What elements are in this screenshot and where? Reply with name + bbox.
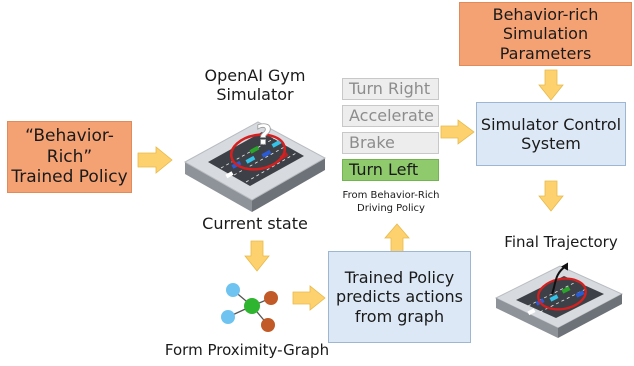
trained-policy-line2: Trained Policy — [11, 167, 128, 188]
simulator-title: OpenAI Gym Simulator — [190, 66, 320, 104]
predict-actions-box: Trained Policy predicts actions from gra… — [328, 251, 471, 343]
predict-line3: from graph — [354, 306, 445, 326]
graph-node-brown-right — [264, 291, 278, 305]
graph-node-blue-bottom — [221, 310, 235, 324]
simulator-control-line2: System — [521, 134, 581, 153]
arrow-predict-to-actions — [384, 223, 410, 253]
current-state-label: Current state — [202, 214, 308, 233]
action-brake: Brake — [342, 132, 439, 154]
graph-node-brown-bottom — [261, 318, 275, 332]
arrow-params-to-control — [538, 69, 564, 101]
final-trajectory-label: Final Trajectory — [504, 233, 618, 251]
arrow-state-to-graph — [244, 240, 270, 272]
arrow-policy-to-simulator — [137, 146, 173, 174]
arrow-control-to-trajectory — [538, 180, 564, 212]
action-turn-right: Turn Right — [342, 78, 439, 100]
predict-line1: Trained Policy — [344, 268, 455, 288]
simulation-parameters-box: Behavior-rich Simulation Parameters — [459, 2, 632, 66]
question-mark: ? — [256, 118, 272, 151]
actions-caption: From Behavior-Rich Driving Policy — [330, 189, 452, 215]
predict-line2: predicts actions — [336, 287, 463, 307]
graph-node-green — [244, 298, 260, 314]
proximity-graph — [221, 283, 278, 332]
arrow-graph-to-predict — [292, 285, 326, 311]
simulator-title-line1: OpenAI Gym — [204, 66, 306, 85]
form-proximity-graph-label: Form Proximity-Graph — [164, 341, 330, 359]
simulation-parameters-line1: Behavior-rich — [492, 5, 599, 25]
graph-node-blue-top — [226, 283, 240, 297]
simulator-title-line2: Simulator — [216, 85, 294, 104]
actions-caption-line1: From Behavior-Rich — [342, 190, 440, 201]
action-accelerate: Accelerate — [342, 105, 439, 127]
actions-caption-line2: Driving Policy — [357, 203, 425, 214]
simulator-illustration: ? — [183, 118, 327, 212]
action-turn-left: Turn Left — [342, 159, 439, 181]
simulation-parameters-line2: Simulation Parameters — [499, 24, 592, 63]
trained-policy-line1: “Behavior-Rich” — [25, 126, 114, 167]
arrow-actions-to-control — [440, 119, 475, 145]
trained-policy-box: “Behavior-Rich” Trained Policy — [7, 121, 132, 193]
trajectory-illustration — [494, 262, 624, 338]
simulator-control-box: Simulator Control System — [476, 102, 626, 166]
simulator-control-line1: Simulator Control — [480, 114, 622, 134]
